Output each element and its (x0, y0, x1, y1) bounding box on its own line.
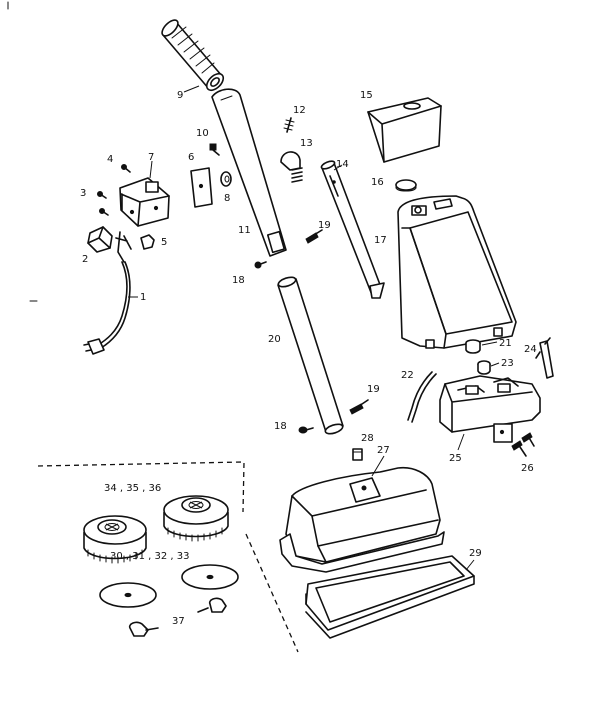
label-part-28: 28 (361, 433, 374, 444)
part-10-screw (209, 143, 220, 156)
label-part-37: 37 (172, 616, 185, 627)
accessory-kit-outline (37, 461, 299, 653)
part-13-spring-clip (280, 151, 303, 183)
part-12-screw (283, 117, 295, 133)
label-part-4: 4 (107, 154, 113, 165)
label-part-11: 11 (238, 225, 251, 236)
leader-7 (149, 160, 153, 179)
part-27-motor-housing (279, 466, 445, 573)
part-19-screw-upper (305, 229, 323, 244)
part-19-screw-lower (349, 399, 369, 415)
label-part-29: 29 (469, 548, 482, 559)
part-28-cap (352, 448, 363, 461)
part-26-screws (511, 432, 535, 457)
part-7-switch-bracket (119, 177, 170, 227)
label-part-25: 25 (449, 453, 462, 464)
part-4-screw (121, 164, 131, 173)
part-34-brush-left (83, 515, 147, 564)
label-part-18-lower: 18 (274, 421, 287, 432)
label-part-10: 10 (196, 128, 209, 139)
leader-14 (333, 164, 343, 171)
label-part-20: 20 (268, 334, 281, 345)
part-31-pad-right (181, 564, 239, 590)
label-part-7: 7 (148, 152, 154, 163)
part-15-tank-cap (367, 97, 442, 163)
label-part-30-33: 30 , 31 , 32 , 33 (110, 551, 190, 562)
part-20-lower-tube (277, 276, 344, 435)
label-part-26: 26 (521, 463, 534, 474)
leader-25 (457, 433, 465, 451)
label-part-1: 1 (140, 292, 146, 303)
label-part-27: 27 (377, 445, 390, 456)
leader-29 (465, 559, 475, 571)
label-part-16: 16 (371, 177, 384, 188)
label-part-22: 22 (401, 370, 414, 381)
label-part-18-upper: 18 (232, 275, 245, 286)
label-part-8: 8 (224, 193, 230, 204)
label-part-15: 15 (360, 90, 373, 101)
part-22-hose (407, 371, 437, 423)
label-part-12: 12 (293, 105, 306, 116)
part-17-solution-tank (397, 195, 517, 349)
label-part-23: 23 (501, 358, 514, 369)
label-part-34-35-36: 34 , 35 , 36 (104, 483, 161, 494)
part-21-fitting (465, 339, 481, 354)
part-8-washer (220, 171, 232, 187)
label-part-14: 14 (336, 159, 349, 170)
label-part-13: 13 (300, 138, 313, 149)
leader-23 (490, 362, 500, 367)
part-18-screw-upper (254, 261, 267, 269)
part-35-brush-right (163, 495, 229, 542)
part-14-rod (320, 160, 385, 299)
part-6-plate (190, 167, 213, 208)
leader-9 (183, 85, 200, 93)
part-37-drivers (128, 597, 227, 637)
part-29-tray (305, 555, 475, 639)
part-11-upper-tube (211, 88, 287, 257)
part-24-clip (535, 337, 554, 379)
part-18-screw-lower (298, 426, 314, 434)
label-part-17: 17 (374, 235, 387, 246)
part-1-power-cord (83, 231, 132, 355)
label-part-19-upper: 19 (318, 220, 331, 231)
label-part-5: 5 (161, 237, 167, 248)
part-23-fitting (477, 360, 491, 375)
leader-21 (481, 341, 498, 346)
label-part-3: 3 (80, 188, 86, 199)
part-5-nut (140, 234, 155, 250)
label-part-6: 6 (188, 152, 194, 163)
part-2-switch (87, 226, 113, 253)
part-16-plug (395, 179, 417, 192)
label-part-24: 24 (524, 344, 537, 355)
label-part-2: 2 (82, 254, 88, 265)
label-part-19-lower: 19 (367, 384, 380, 395)
label-part-9: 9 (177, 90, 183, 101)
part-30-pad-left (99, 582, 157, 608)
part-9-handle-grip (161, 19, 225, 92)
label-part-21: 21 (499, 338, 512, 349)
part-3-screws (97, 191, 109, 216)
leader-27 (371, 455, 385, 477)
part-25-valve-housing (439, 375, 541, 443)
